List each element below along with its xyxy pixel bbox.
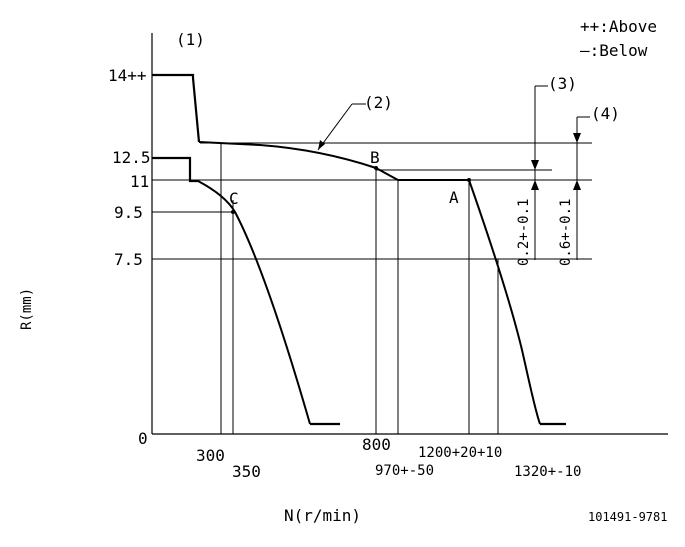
y-tick-11: 11: [130, 172, 149, 191]
legend-below: —:Below: [580, 41, 648, 60]
x-tick-1320: 1320+-10: [514, 464, 581, 480]
callout-1: (1): [176, 30, 205, 49]
lower-start-segment: [152, 156, 198, 183]
y-tick-9-5: 9.5: [114, 203, 143, 222]
callout-2-leader: [317, 103, 353, 151]
point-b-marker: [374, 166, 378, 170]
tolerance-4: 0.6+-0.1: [558, 199, 574, 266]
tolerance-3: 0.2+-0.1: [516, 199, 532, 266]
dim-4-arrow-down: [573, 133, 581, 143]
x-tick-1200: 1200+20+10: [418, 445, 502, 461]
point-b-label: B: [370, 148, 380, 167]
legend-above: ++:Above: [580, 17, 657, 36]
y-axis-label: R(mm): [19, 288, 35, 330]
figure-id: 101491-9781: [588, 510, 667, 524]
dim-3-arrow-down: [531, 160, 539, 170]
x-tick-300: 300: [196, 446, 225, 465]
y-tick-7-5: 7.5: [114, 250, 143, 269]
y-tick-12-5: 12.5: [112, 148, 151, 167]
dim-4-arrow-up: [573, 180, 581, 190]
upper-start-segment: [152, 73, 201, 143]
x-axis-label: N(r/min): [284, 506, 361, 525]
callout-4: (4): [591, 104, 620, 123]
callout-2: (2): [364, 93, 393, 112]
point-a-marker: [467, 178, 471, 182]
point-c-label: C: [229, 189, 239, 208]
callout-2-arrowhead: [318, 140, 325, 150]
point-a-label: A: [449, 188, 459, 207]
y-tick-14: 14++: [108, 66, 147, 85]
y-tick-0: 0: [138, 429, 148, 448]
dim-3-arrow-up: [531, 180, 539, 190]
point-c-marker: [231, 210, 235, 214]
lower-curve: [197, 180, 311, 425]
x-tick-800: 800: [362, 435, 391, 454]
x-tick-970: 970+-50: [375, 463, 434, 479]
upper-curve: [198, 141, 469, 181]
callout-3: (3): [548, 74, 577, 93]
upper-droop: [468, 179, 541, 425]
x-tick-350: 350: [232, 462, 261, 481]
